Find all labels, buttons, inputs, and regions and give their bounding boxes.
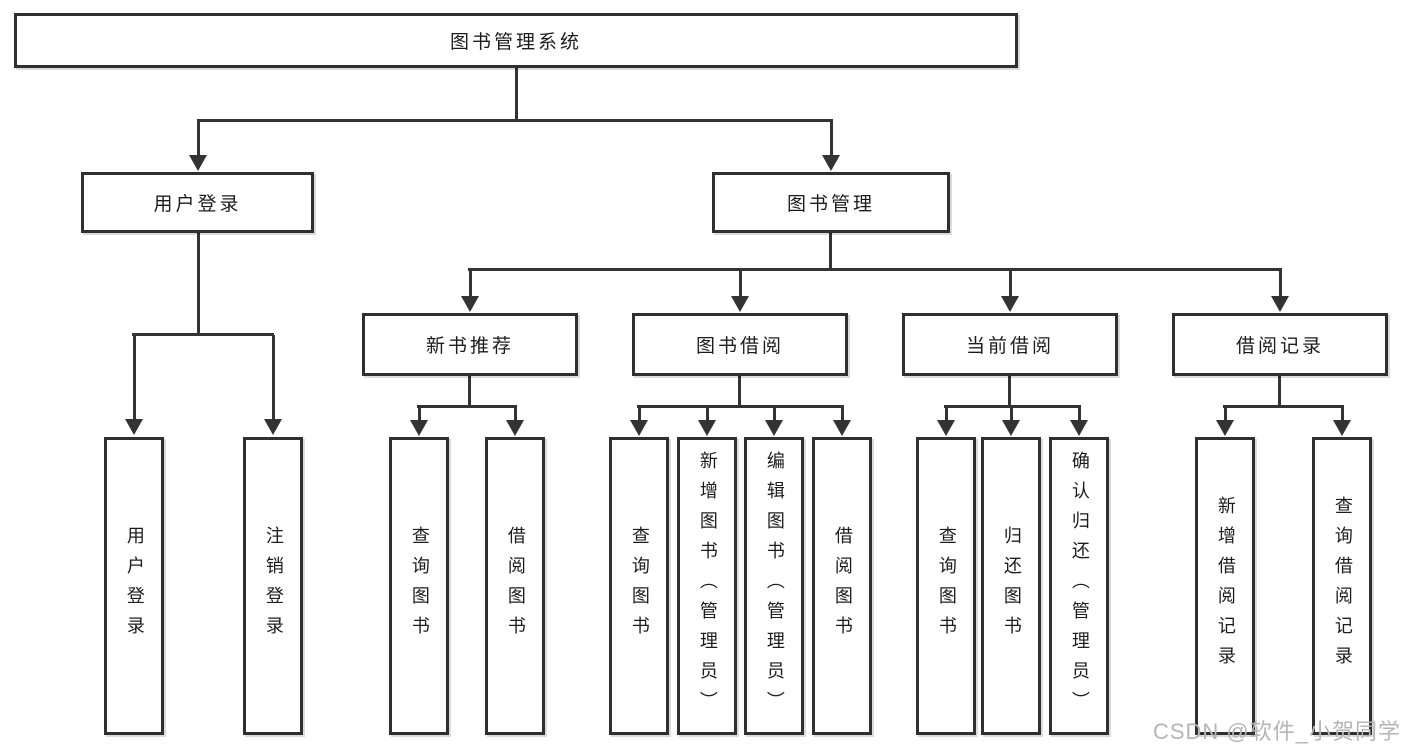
connector-arrow xyxy=(1002,407,1020,436)
connector-line xyxy=(637,405,844,408)
leaf-query-books-current: 查询图书 xyxy=(916,437,976,735)
leaf-borrow-books-recommend: 借阅图书 xyxy=(485,437,545,735)
connector-line xyxy=(417,405,517,408)
node-book-borrowing: 图书借阅 xyxy=(632,313,848,376)
leaf-confirm-return-admin: 确认归还（管理员） xyxy=(1049,437,1109,735)
node-borrowing-records: 借阅记录 xyxy=(1172,313,1388,376)
node-book-management: 图书管理 xyxy=(712,172,950,233)
connector-arrow xyxy=(731,270,749,312)
node-new-book-recommend: 新书推荐 xyxy=(362,313,578,376)
connector-arrow xyxy=(822,121,840,171)
connector-arrow xyxy=(506,407,524,436)
node-book-management-label: 图书管理 xyxy=(786,194,875,215)
connector-line xyxy=(468,376,471,408)
leaf-user-login: 用户登录 xyxy=(104,437,164,735)
connector-arrow xyxy=(833,407,851,436)
connector-arrow xyxy=(630,407,648,436)
connector-arrow xyxy=(264,335,282,435)
node-root-system: 图书管理系统 xyxy=(14,13,1018,68)
connector-arrow xyxy=(698,407,716,436)
connector-arrow xyxy=(1216,407,1234,436)
node-book-borrowing-label: 图书借阅 xyxy=(695,336,784,357)
connector-line xyxy=(1008,376,1011,408)
leaf-add-borrow-record: 新增借阅记录 xyxy=(1195,437,1255,735)
node-borrowing-records-label: 借阅记录 xyxy=(1235,336,1324,357)
connector-line xyxy=(738,376,741,408)
connector-arrow xyxy=(1070,407,1088,436)
leaf-query-books-recommend: 查询图书 xyxy=(389,437,449,735)
node-user-login-label: 用户登录 xyxy=(153,194,242,215)
connector-line xyxy=(197,119,833,122)
leaf-borrow-books: 借阅图书 xyxy=(812,437,872,735)
connector-line xyxy=(468,268,1282,271)
csdn-watermark: CSDN @软件_小贺同学 xyxy=(1152,719,1401,744)
leaf-query-books-borrowing: 查询图书 xyxy=(609,437,669,735)
connector-line xyxy=(1278,376,1281,408)
connector-arrow xyxy=(1001,270,1019,312)
connector-line xyxy=(1223,405,1344,408)
connector-arrow xyxy=(1333,407,1351,436)
node-current-borrowing-label: 当前借阅 xyxy=(965,336,1054,357)
leaf-edit-books-admin: 编辑图书（管理员） xyxy=(744,437,804,735)
leaf-return-books: 归还图书 xyxy=(981,437,1041,735)
connector-arrow xyxy=(125,335,143,435)
leaf-logout: 注销登录 xyxy=(243,437,303,735)
connector-line xyxy=(944,405,1081,408)
node-current-borrowing: 当前借阅 xyxy=(902,313,1118,376)
connector-line xyxy=(197,232,200,336)
connector-arrow xyxy=(461,270,479,312)
connector-line xyxy=(829,232,832,271)
connector-arrow xyxy=(410,407,428,436)
connector-line xyxy=(515,68,518,121)
connector-arrow xyxy=(189,121,207,171)
leaf-query-borrow-record: 查询借阅记录 xyxy=(1312,437,1372,735)
connector-line xyxy=(132,333,274,336)
connector-arrow xyxy=(1271,270,1289,312)
node-new-book-recommend-label: 新书推荐 xyxy=(425,336,514,357)
node-user-login: 用户登录 xyxy=(81,172,314,233)
node-root-label: 图书管理系统 xyxy=(449,32,582,53)
connector-arrow xyxy=(765,407,783,436)
leaf-add-books-admin: 新增图书（管理员） xyxy=(677,437,737,735)
connector-arrow xyxy=(937,407,955,436)
